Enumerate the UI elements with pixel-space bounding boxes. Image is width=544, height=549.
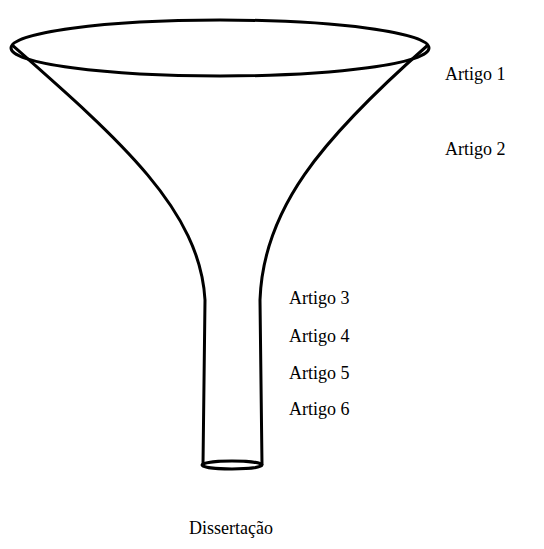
article-label: Artigo 4 (289, 326, 350, 347)
result-label: Dissertação (189, 518, 273, 539)
article-label: Artigo 3 (289, 288, 350, 309)
funnel-outlet (202, 461, 262, 469)
article-label: Artigo 2 (445, 139, 506, 160)
article-label: Artigo 6 (289, 399, 350, 420)
funnel-left-side (12, 45, 205, 465)
funnel-right-side (260, 45, 428, 465)
funnel-rim (11, 20, 429, 76)
article-label: Artigo 1 (445, 64, 506, 85)
article-label: Artigo 5 (289, 363, 350, 384)
